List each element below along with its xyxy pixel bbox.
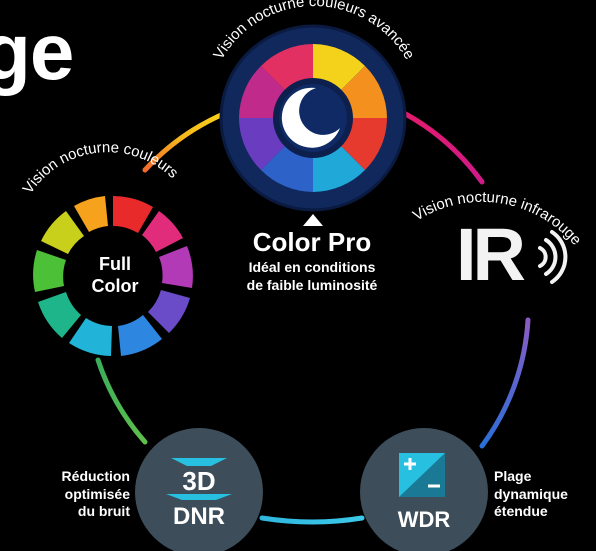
- ir-waves-icon: [538, 230, 568, 284]
- wdr-desc-line1: Plage: [494, 468, 532, 484]
- dnr-node: [135, 428, 263, 551]
- ring-segment-top-right: [399, 109, 485, 185]
- color-pro-sub-line1: Idéal en conditions: [248, 259, 376, 275]
- dnr-desc-line3: du bruit: [77, 503, 130, 519]
- color-pro-shield-icon: [219, 24, 407, 212]
- full-color-arc-label: Vision nocturne couleurs: [20, 139, 182, 197]
- wdr-desc-line3: étendue: [494, 503, 548, 519]
- dnr-line1: 3D: [182, 466, 216, 496]
- wdr-node: [360, 428, 488, 551]
- dnr-description: Réduction optimisée du bruit: [30, 468, 130, 521]
- full-color-line1: Full: [99, 254, 131, 274]
- ring-segment-bottom: [259, 515, 365, 525]
- wdr-description: Plage dynamique étendue: [494, 468, 594, 521]
- dnr-mid-bar-icon: [166, 494, 232, 500]
- ring-segment-left: [95, 357, 148, 445]
- full-color-line2: Color: [91, 275, 139, 296]
- wdr-label: WDR: [397, 507, 451, 532]
- dnr-line2: DNR: [173, 503, 225, 530]
- color-pro-title: Color Pro: [252, 227, 372, 257]
- pointer-triangle-icon: [303, 214, 323, 226]
- color-pro-subtitle: Idéal en conditions de faible luminosité: [224, 258, 400, 294]
- dnr-desc-line1: Réduction: [61, 468, 130, 484]
- ir-logo-text: IR: [456, 213, 526, 296]
- full-color-label: Full Color: [70, 254, 160, 297]
- dnr-top-bar-icon: [171, 458, 227, 466]
- ring-segment-right: [479, 317, 531, 449]
- color-pro-sub-line2: de faible luminosité: [246, 277, 378, 294]
- full-color-wheel-icon: [31, 194, 195, 358]
- dnr-desc-line2: optimisée: [64, 485, 130, 502]
- moon-icon: [281, 87, 340, 148]
- infrared-logo: IR: [456, 218, 586, 318]
- headline-text: ge: [0, 7, 74, 96]
- wdr-desc-line2: dynamique: [494, 485, 568, 502]
